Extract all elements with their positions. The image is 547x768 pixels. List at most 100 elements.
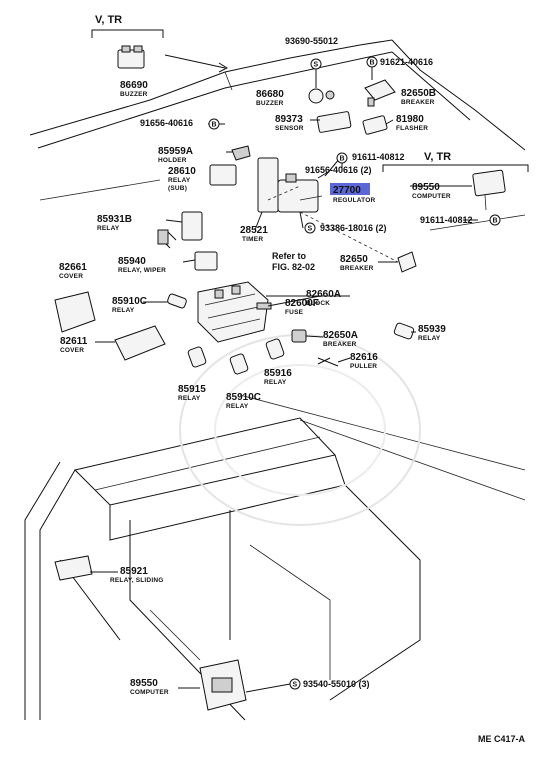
part-desc: BREAKER — [401, 99, 435, 106]
holder-85959a-part — [231, 145, 251, 161]
relay-85915-part — [187, 346, 207, 368]
part-number[interactable]: 28610 — [168, 166, 196, 177]
refer-text-line2[interactable]: FIG. 82-02 — [272, 262, 315, 272]
part-number[interactable]: 93690-55012 — [285, 36, 338, 46]
part-desc: RELAY, SLIDING — [110, 577, 164, 584]
part-number[interactable]: 86690 — [120, 80, 148, 91]
part-number-highlighted[interactable]: 27700 — [333, 185, 361, 196]
part-number[interactable]: 89550 — [412, 182, 440, 193]
part-number[interactable]: 85940 — [118, 256, 146, 267]
part-number[interactable]: 89550 — [130, 678, 158, 689]
bolt-symbol-letter: B — [370, 60, 375, 67]
part-number[interactable]: 89373 — [275, 114, 303, 125]
bolt-symbol-letter: B — [212, 122, 217, 129]
part-desc: SENSOR — [275, 125, 304, 132]
sensor-89373-part — [316, 111, 352, 133]
part-number[interactable]: 85915 — [178, 384, 206, 395]
part-desc: RELAY — [178, 395, 201, 402]
relay-sliding-85921-part — [54, 555, 93, 581]
part-number[interactable]: 82660A — [306, 289, 341, 300]
part-desc: PULLER — [350, 363, 377, 370]
buzzer-86680-part — [308, 88, 335, 104]
body-outline — [24, 39, 526, 721]
part-number[interactable]: 82650 — [340, 254, 368, 265]
bolt-symbol — [208, 118, 220, 130]
header-vtr-left: V, TR — [95, 14, 122, 26]
part-number[interactable]: 82661 — [59, 262, 87, 273]
relay-85931b-part — [157, 211, 203, 249]
part-number[interactable]: 28521 — [240, 225, 268, 236]
part-desc: RELAY — [418, 335, 441, 342]
bolt-symbol — [366, 56, 378, 68]
screw-symbol-letter: S — [308, 226, 313, 233]
part-number[interactable]: 85910C — [226, 392, 261, 403]
bolt-symbol — [489, 214, 501, 226]
part-number[interactable]: 82650A — [323, 330, 358, 341]
part-number[interactable]: 85910C — [112, 296, 147, 307]
refer-text-line1: Refer to — [272, 251, 307, 261]
part-number[interactable]: 91656-40616 — [140, 118, 193, 128]
part-number[interactable]: 85959A — [158, 146, 193, 157]
part-desc: RELAY — [168, 177, 191, 184]
bolt-symbol-letter: B — [493, 218, 498, 225]
part-desc: BREAKER — [323, 341, 357, 348]
screw-symbol — [310, 58, 322, 70]
part-number[interactable]: 85939 — [418, 324, 446, 335]
fuse-82600f-part — [256, 302, 272, 310]
part-desc: RELAY — [264, 379, 287, 386]
buzzer-86690-part — [117, 45, 145, 69]
relay-85910c-upper-part — [167, 293, 187, 309]
bolt-symbol — [336, 152, 348, 164]
screw-symbol-letter: S — [314, 62, 319, 69]
part-number[interactable]: 82650B — [401, 88, 436, 99]
part-desc: BUZZER — [120, 91, 148, 98]
computer-89550-top-part — [472, 169, 506, 211]
part-desc: FLASHER — [396, 125, 428, 132]
relay-sub-28610-part — [209, 164, 237, 186]
junction-block-82660a-part — [197, 281, 269, 343]
part-labels: 86690 BUZZER 93690-55012 91621-40616 866… — [59, 36, 473, 696]
leader-line — [164, 54, 226, 69]
bracket-left — [91, 29, 164, 38]
bolt-symbol-letter: B — [340, 156, 345, 163]
bracket-right — [382, 164, 529, 172]
part-desc: (SUB) — [168, 185, 187, 192]
part-number[interactable]: 91656-40616 (2) — [305, 165, 372, 175]
part-number[interactable]: 91611-40812 — [420, 215, 473, 225]
breaker-82650a-part — [291, 329, 307, 343]
regulator-27700-part — [277, 173, 323, 213]
part-number[interactable]: 82611 — [60, 336, 88, 347]
part-desc: HOLDER — [158, 157, 187, 164]
part-desc: COVER — [59, 273, 83, 280]
screw-symbol — [304, 222, 316, 234]
part-number[interactable]: 85916 — [264, 368, 292, 379]
computer-89550-bottom-part — [199, 659, 247, 711]
highlight-box — [330, 183, 370, 195]
part-number[interactable]: 81980 — [396, 114, 424, 125]
part-number[interactable]: 91611-40812 — [352, 152, 405, 162]
part-number[interactable]: 93386-18016 (2) — [320, 223, 387, 233]
cover-82661-part — [54, 291, 96, 333]
part-desc: COMPUTER — [412, 193, 451, 200]
part-number[interactable]: 85921 — [120, 566, 148, 577]
breaker-82650b-part — [364, 79, 396, 107]
part-desc: BUZZER — [256, 100, 284, 107]
part-number[interactable]: 82600F — [285, 298, 319, 309]
part-desc: RELAY, WIPER — [118, 267, 166, 274]
relay-85916-part — [265, 338, 285, 360]
part-number[interactable]: 93540-55010 (3) — [303, 679, 370, 689]
part-number[interactable]: 85931B — [97, 214, 132, 225]
part-desc: TIMER — [242, 236, 263, 243]
figure-code: ME C417-A — [478, 734, 526, 744]
part-number[interactable]: 91621-40616 — [380, 57, 433, 67]
part-number[interactable]: 86680 — [256, 89, 284, 100]
part-desc: FUSE — [285, 309, 304, 316]
breaker-82650-part — [397, 251, 417, 273]
part-desc: RELAY — [112, 307, 135, 314]
part-number[interactable]: 82616 — [350, 352, 378, 363]
timer-28521-part — [257, 157, 279, 213]
cover-82611-part — [114, 325, 166, 361]
part-desc: BREAKER — [340, 265, 374, 272]
screw-symbol — [289, 678, 301, 690]
part-desc: COVER — [60, 347, 84, 354]
